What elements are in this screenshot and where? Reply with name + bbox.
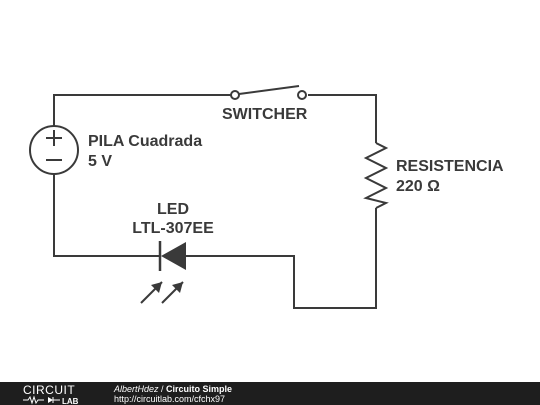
circuit-canvas: PILA Cuadrada 5 V SWITCHER RESISTENCIA 2… [29, 85, 504, 309]
circuitlab-logo[interactable]: CIRCUIT LAB [22, 383, 102, 405]
led-value: LTL-307EE [132, 220, 214, 237]
resistor-symbol [363, 142, 389, 209]
logo-diode-icon [48, 397, 53, 403]
circuit-title[interactable]: Circuito Simple [166, 384, 233, 394]
switch-symbol [226, 85, 307, 100]
footer-credit-line: AlbertHdez / Circuito Simple [114, 384, 232, 394]
footer-info: AlbertHdez / Circuito Simple http://circ… [114, 384, 232, 404]
wire-left [53, 174, 160, 257]
led-light-arrows-icon [140, 281, 184, 304]
battery-label: PILA Cuadrada [88, 133, 202, 150]
logo-resistor-icon [23, 395, 44, 405]
wire-right [186, 208, 377, 309]
footer-bar: CIRCUIT LAB AlbertHdez / Circuito Simple… [0, 382, 540, 405]
wire-top-right [308, 94, 377, 143]
author-name[interactable]: AlbertHdez [114, 384, 159, 394]
led-symbol [158, 241, 186, 271]
logo-bottom-text: LAB [62, 397, 79, 405]
switch-label: SWITCHER [222, 106, 308, 123]
circuit-url[interactable]: http://circuitlab.com/cfchx97 [114, 394, 226, 404]
led-label: LED [157, 201, 189, 218]
logo-top-text: CIRCUIT [23, 383, 75, 397]
resistor-value: 220 Ω [396, 178, 440, 195]
circuit-wires [53, 94, 377, 309]
resistor-label: RESISTENCIA [396, 158, 504, 175]
wire-top-left [53, 94, 227, 126]
credit-separator: / [158, 384, 167, 394]
battery-symbol [29, 125, 79, 175]
battery-value: 5 V [88, 153, 112, 170]
